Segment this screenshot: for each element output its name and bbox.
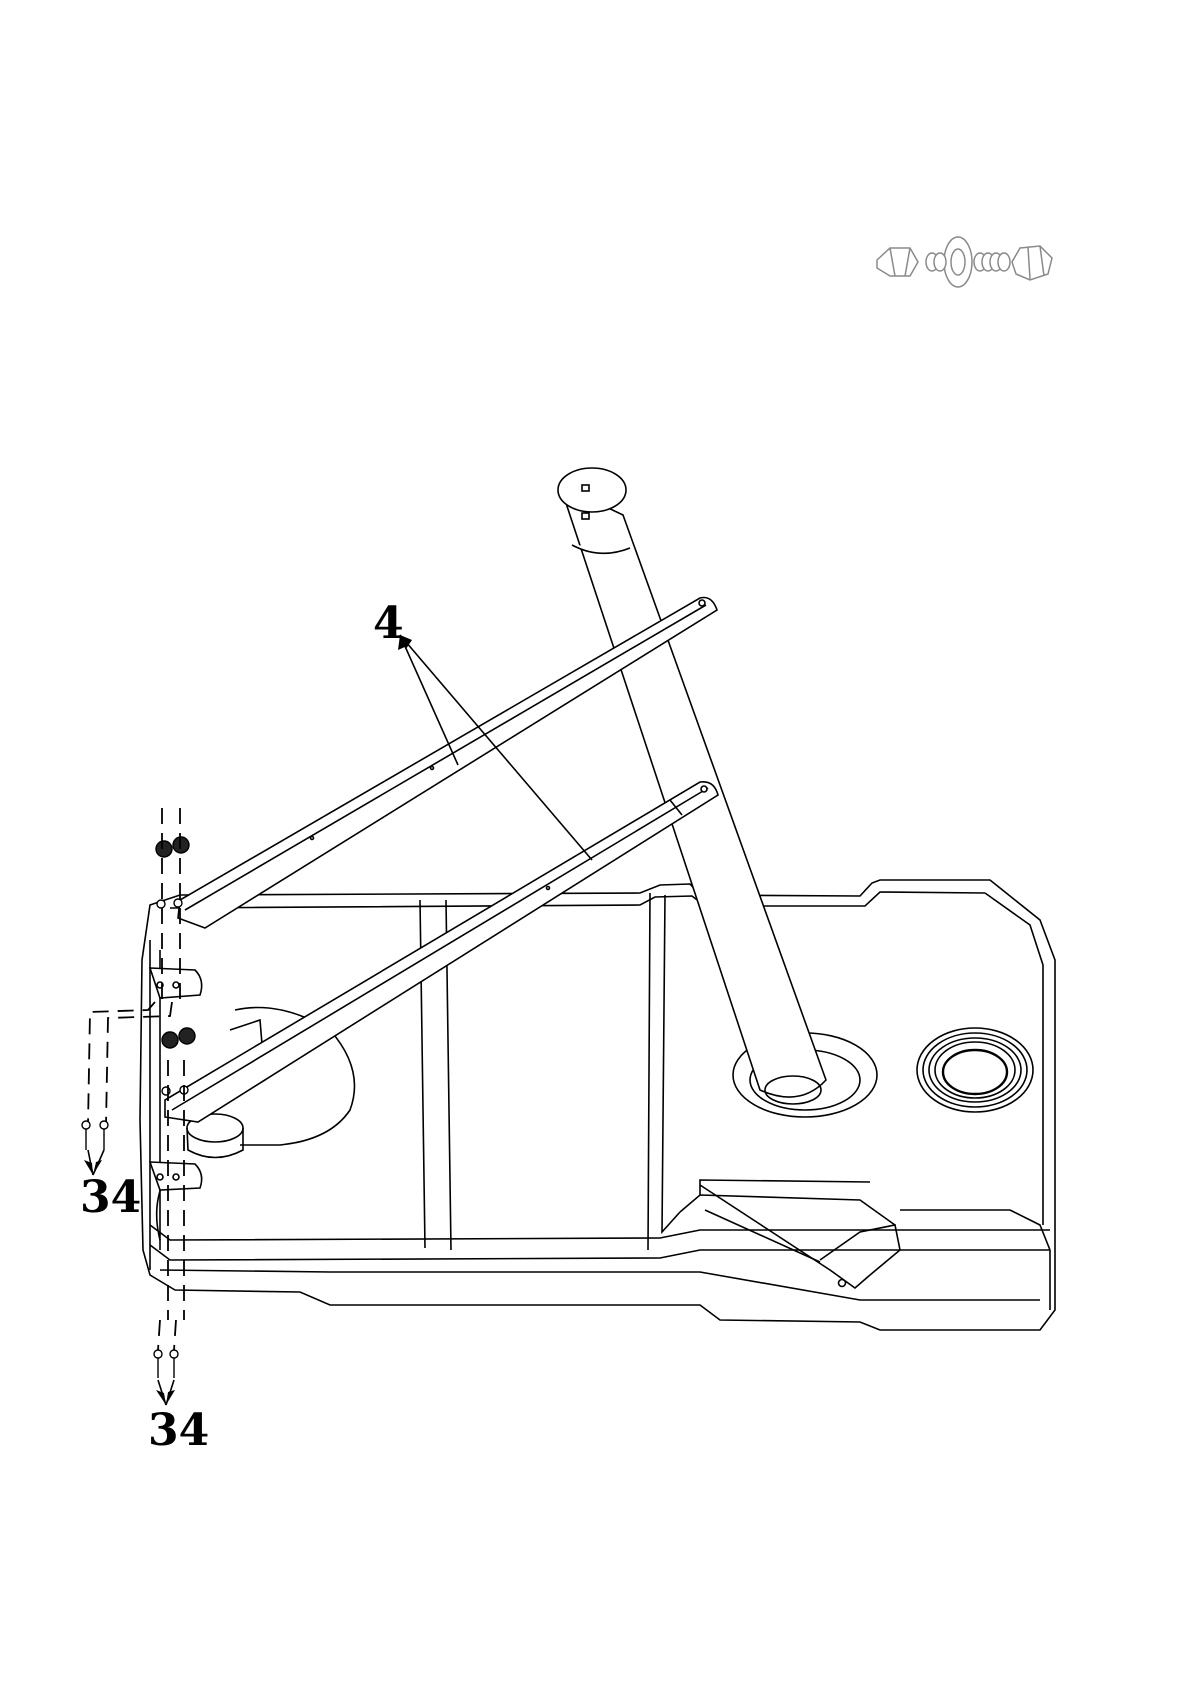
callout-part-34-upper: 34: [80, 1172, 141, 1223]
callout-part-34-lower: 34: [148, 1405, 209, 1456]
assembly-path-lines: [88, 808, 184, 1350]
screw-pair-lower: [154, 1350, 178, 1378]
leader-arrowheads: [84, 635, 412, 1405]
support-arm-upper: [178, 598, 717, 929]
bracket-upper: [150, 968, 202, 998]
support-arm-lower: [165, 782, 718, 1122]
bracket-lower: [150, 1162, 202, 1190]
base: [140, 880, 1055, 1330]
callout-part-4: 4: [373, 598, 404, 649]
bolt-washer-nut-icon: [877, 237, 1052, 287]
screw-pair-upper: [82, 1121, 108, 1150]
